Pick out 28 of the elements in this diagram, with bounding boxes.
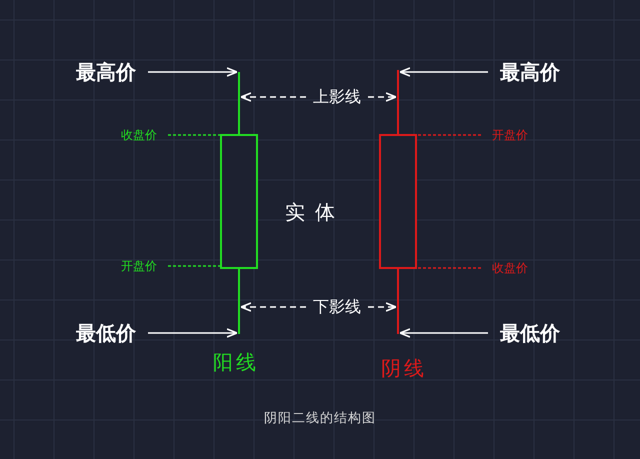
arrow — [148, 328, 238, 338]
price-label: 开盘价 — [483, 127, 537, 143]
price-label: 最低价 — [66, 321, 146, 345]
arrow — [399, 67, 488, 77]
arrow — [240, 92, 306, 102]
caption: 阴阳二线的结构图 — [263, 410, 377, 428]
leader-line — [417, 267, 481, 269]
price-label: 最高价 — [490, 60, 570, 84]
candlestick — [379, 70, 417, 334]
candlestick — [220, 72, 258, 334]
arrow — [240, 302, 306, 312]
leader-line — [417, 134, 481, 136]
price-label: 最低价 — [490, 321, 570, 345]
candle-type-label: 阳线 — [212, 350, 260, 374]
leader-line — [168, 265, 220, 267]
price-label: 最高价 — [66, 60, 146, 84]
arrow — [368, 92, 397, 102]
price-label: 上影线 — [308, 87, 366, 107]
price-label: 下影线 — [308, 297, 366, 317]
body-label: 实体 — [284, 199, 346, 226]
arrow — [399, 328, 488, 338]
price-label: 收盘价 — [112, 127, 166, 143]
price-label: 开盘价 — [112, 258, 166, 274]
arrow — [148, 67, 238, 77]
arrow — [368, 302, 397, 312]
price-label: 收盘价 — [483, 260, 537, 276]
leader-line — [168, 134, 220, 136]
candle-type-label: 阴线 — [380, 356, 428, 380]
